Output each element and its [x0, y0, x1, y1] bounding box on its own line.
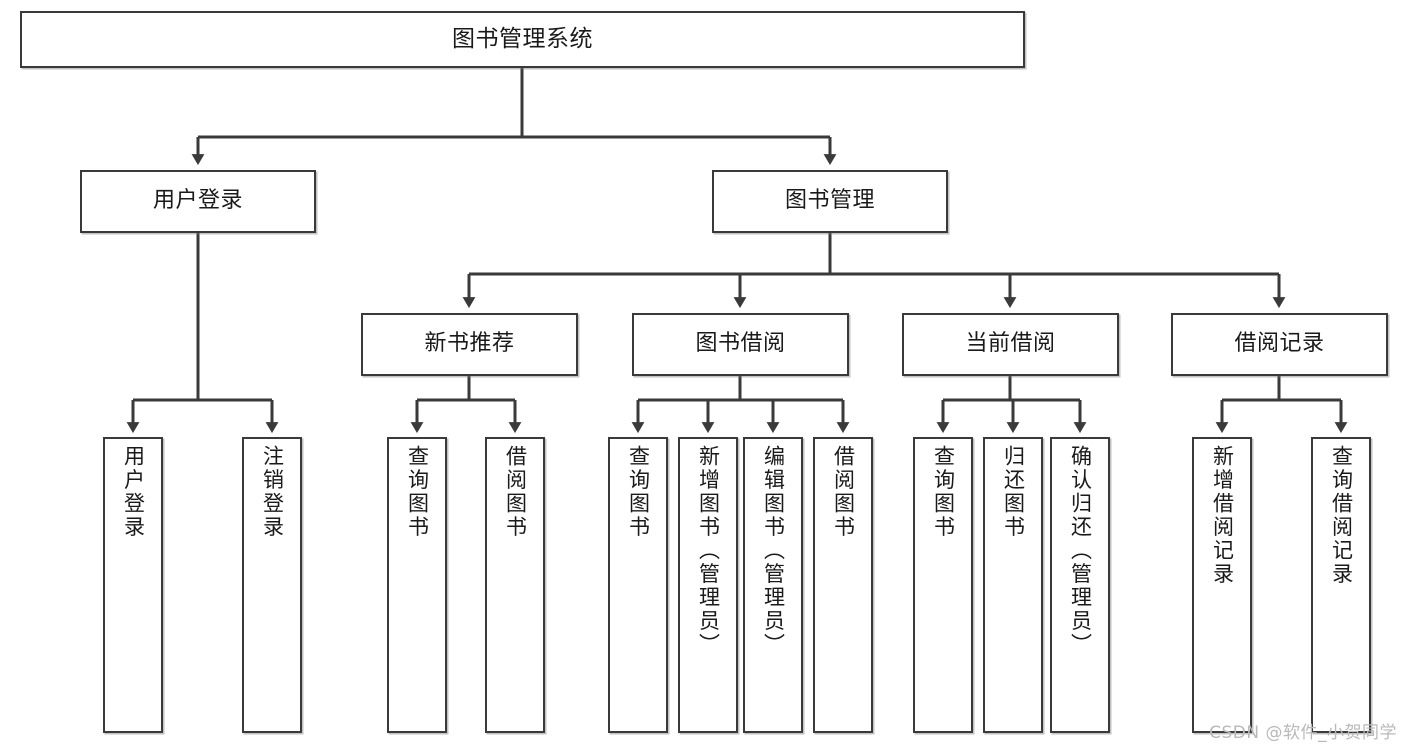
leaf-add-book[interactable]: 新增图书（管理员）: [678, 437, 738, 733]
node-label: 借阅图书: [831, 445, 856, 539]
leaf-query-borrow-record[interactable]: 查询借阅记录: [1311, 437, 1371, 733]
node-label: 查询图书: [405, 445, 430, 539]
node-book-management[interactable]: 图书管理: [712, 170, 948, 233]
leaf-return-book[interactable]: 归还图书: [983, 437, 1043, 733]
leaf-query-book-borrow[interactable]: 查询图书: [608, 437, 668, 733]
node-label: 编辑图书（管理员）: [761, 445, 786, 657]
node-book-management-system[interactable]: 图书管理系统: [20, 11, 1025, 68]
leaf-logout-login[interactable]: 注销登录: [242, 437, 302, 733]
node-label: 图书借阅: [695, 331, 786, 357]
node-label: 当前借阅: [965, 331, 1056, 357]
watermark: CSDN @软件_小贺同学: [1209, 723, 1397, 743]
node-label: 用户登录: [152, 188, 243, 214]
leaf-borrow-book-recommend[interactable]: 借阅图书: [485, 437, 545, 733]
leaf-user-login[interactable]: 用户登录: [103, 437, 163, 733]
leaf-confirm-return[interactable]: 确认归还（管理员）: [1050, 437, 1110, 733]
node-label: 借阅记录: [1234, 331, 1325, 357]
node-borrow-record[interactable]: 借阅记录: [1171, 313, 1388, 376]
node-label: 图书管理: [784, 188, 875, 214]
leaf-borrow-book[interactable]: 借阅图书: [813, 437, 873, 733]
node-label: 查询图书: [931, 445, 956, 539]
node-label: 新增借阅记录: [1210, 445, 1235, 586]
leaf-query-book-current[interactable]: 查询图书: [913, 437, 973, 733]
node-label: 新增图书（管理员）: [696, 445, 721, 657]
node-book-borrow[interactable]: 图书借阅: [632, 313, 849, 376]
node-label: 注销登录: [260, 445, 285, 539]
node-new-book-recommend[interactable]: 新书推荐: [361, 313, 578, 376]
leaf-edit-book[interactable]: 编辑图书（管理员）: [743, 437, 803, 733]
leaf-query-book-recommend[interactable]: 查询图书: [387, 437, 447, 733]
node-label: 图书管理系统: [452, 25, 593, 52]
node-label: 归还图书: [1001, 445, 1026, 539]
node-label: 确认归还（管理员）: [1068, 445, 1093, 657]
node-user-login[interactable]: 用户登录: [80, 170, 316, 233]
node-label: 查询图书: [626, 445, 651, 539]
node-label: 用户登录: [121, 445, 146, 539]
leaf-add-borrow-record[interactable]: 新增借阅记录: [1192, 437, 1252, 733]
node-label: 新书推荐: [424, 331, 515, 357]
node-current-borrow[interactable]: 当前借阅: [902, 313, 1119, 376]
node-label: 借阅图书: [503, 445, 528, 539]
node-label: 查询借阅记录: [1329, 445, 1354, 586]
